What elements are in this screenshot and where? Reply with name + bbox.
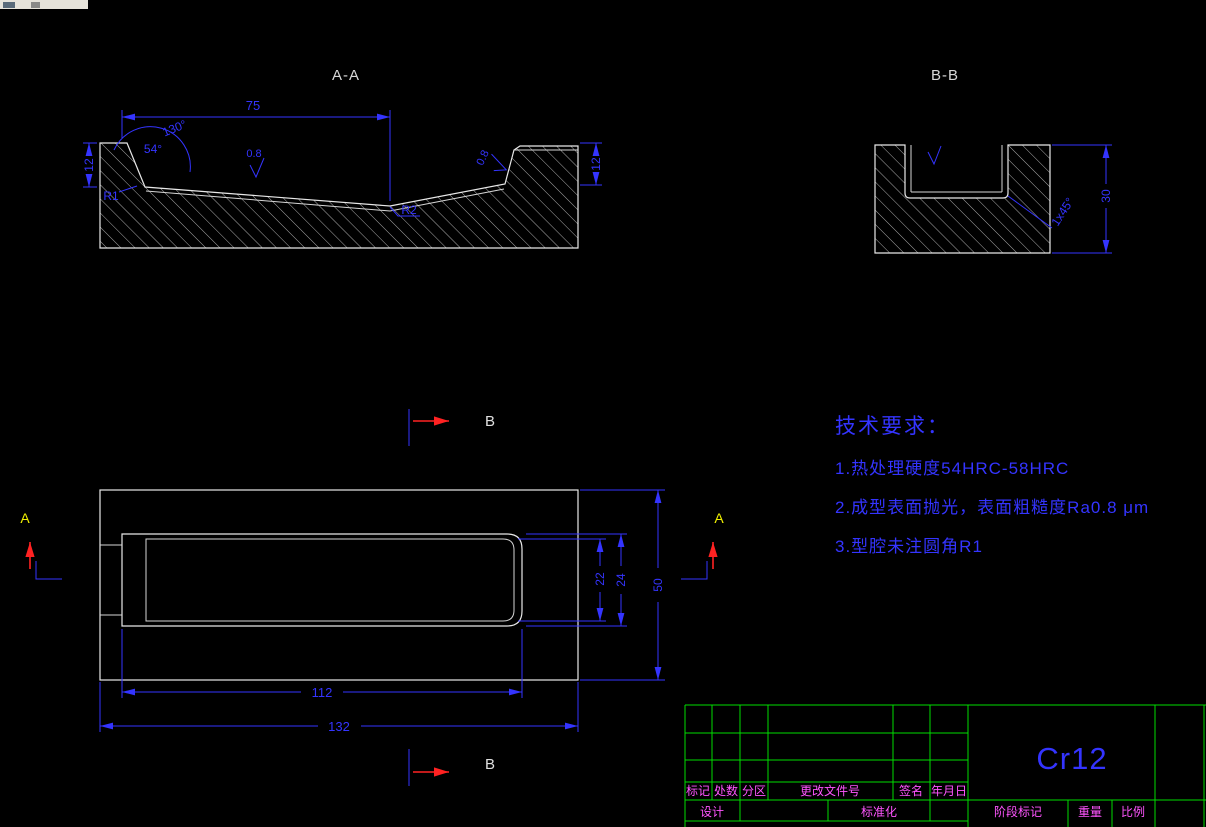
angle-130-arc [113,126,191,173]
tech-requirements-title: 技术要求： [835,415,950,438]
roughness-check-icon [491,153,508,172]
dim-12-left-lines [83,142,97,188]
toolbar-icon[interactable] [3,1,15,8]
aa-material-hatched [99,142,579,249]
dim-24-lines [526,533,627,627]
plan-slot-opening [121,533,523,627]
rev-header-mark: 标记 [686,784,710,798]
tech-requirement-item: 3.型腔未注圆角R1 [835,537,983,556]
plan-plate-outline [99,489,579,681]
angle-130-text: 130° [160,117,188,139]
cut-label-a-left: A [20,510,30,526]
section-aa-label: A-A [332,67,360,84]
dim-12-left-text: 12 [82,158,96,172]
tech-requirement-item: 1.热处理硬度54HRC-58HRC [835,459,1070,478]
scale-label: 比例 [1121,805,1145,819]
dim-112-lines [121,629,523,698]
dim-75-lines [121,110,391,201]
title-block: 标记 处数 分区 更改文件号 签名 年月日 设计 标准化 阶段标记 重量 比例 … [684,704,1206,827]
tech-requirements: 技术要求： 1.热处理硬度54HRC-58HRC 2.成型表面抛光，表面粗糙度R… [835,410,1175,571]
chamfer-text: 1x45° [1048,195,1077,229]
cutting-marks: A A B B [20,409,724,786]
tech-requirement-item: 2.成型表面抛光，表面粗糙度Ra0.8 μm [835,498,1150,517]
dim-12-right-text: 12 [589,157,603,171]
dim-50-text: 50 [651,578,665,592]
roughness-check-icon [249,157,265,179]
cut-label-b-top: B [485,413,495,430]
roughness-wall-group: 0.8 [474,148,508,172]
plan-slot-floor [145,538,515,622]
r2-text: R2 [401,203,417,217]
r1-leader [118,185,138,193]
cut-label-a-right: A [714,510,724,526]
dim-132-text: 132 [328,719,350,734]
section-bb: B-B 30 1x45° [874,67,1113,254]
dim-30-text: 30 [1099,189,1113,203]
rev-header-sign: 签名 [899,783,923,798]
bb-notch-inner-lines [910,145,1003,193]
plan-left-step-lines [100,544,122,616]
app-toolbar-fragment[interactable] [0,0,88,9]
section-aa: A-A 75 12 [82,67,603,249]
angle-54-text: 54° [144,142,162,156]
toolbar-icon[interactable] [31,1,40,8]
weight-label: 重量 [1078,805,1102,819]
dim-30-lines [1052,144,1112,254]
dim-22-text: 22 [593,572,607,586]
rev-header-zone: 分区 [742,784,766,798]
standardization-label: 标准化 [861,805,897,819]
design-label: 设计 [700,805,724,819]
cut-line-a-right [681,561,708,580]
cut-label-b-bottom: B [485,756,495,773]
dim-12-right-lines [580,142,602,186]
title-block-grid [684,704,1206,827]
material-designation: Cr12 [1036,741,1107,776]
cut-line-a-left [35,561,62,580]
stage-label: 阶段标记 [994,804,1042,819]
chamfer-leader [1007,195,1053,229]
dim-24-text: 24 [614,573,628,587]
section-bb-label: B-B [931,67,959,84]
bb-material-hatched [874,144,1051,254]
dim-75-text: 75 [246,98,260,113]
rev-header-date: 年月日 [931,784,967,798]
dim-132-lines [99,682,579,732]
dim-50-lines [580,489,665,681]
dim-22-lines [518,538,606,622]
rev-header-docno: 更改文件号 [800,783,860,798]
roughness-wall-text: 0.8 [474,148,491,167]
roughness-check-icon [927,145,942,166]
rev-header-count: 处数 [714,783,738,798]
dim-112-text: 112 [312,685,333,700]
plan-view: 22 24 50 [99,489,665,734]
aa-floor-inner-line [145,188,505,212]
r2-leader [389,206,420,217]
r1-text: R1 [103,189,119,203]
roughness-floor-text: 0.8 [246,148,261,160]
